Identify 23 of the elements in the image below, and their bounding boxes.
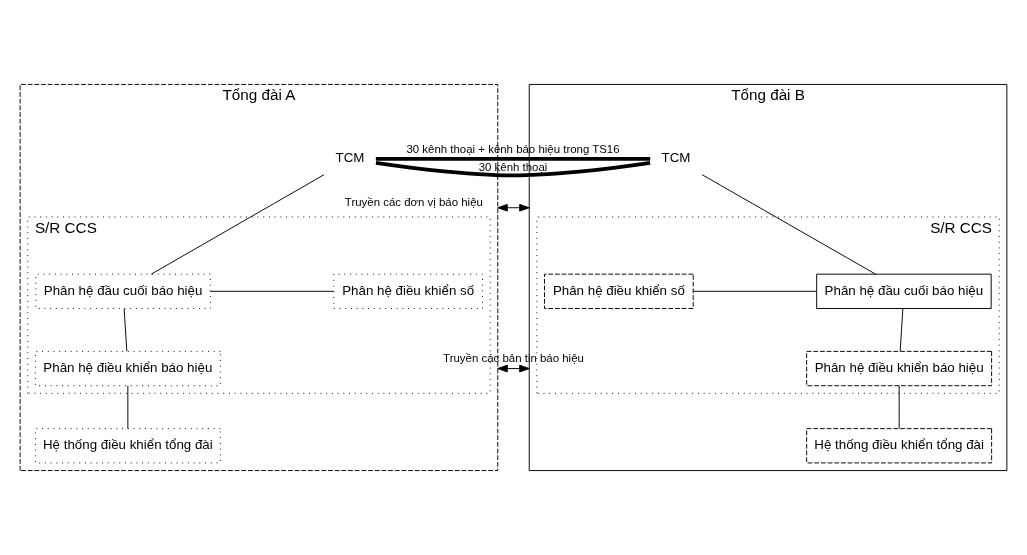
connector (123, 308, 128, 352)
connector (127, 385, 129, 429)
node-box: Phân hệ điều khiển số (333, 273, 483, 309)
connector (375, 160, 651, 178)
connector (375, 156, 651, 161)
connector (899, 308, 904, 352)
connector (701, 174, 877, 275)
arrow (497, 203, 530, 212)
connector (898, 385, 900, 429)
node-text: TCM (335, 150, 365, 166)
node-box: Phân hệ điều khiển báo hiệu (806, 350, 993, 387)
connector (150, 174, 325, 275)
node-box: Hệ thống điều khiển tổng đài (34, 428, 221, 464)
edge-label: Truyền các đơn vị báo hiệu (344, 196, 483, 209)
node-box: Phân hệ đầu cuối báo hiệu (816, 273, 992, 309)
connector (210, 290, 335, 292)
arrow (497, 364, 530, 373)
node-box: Hệ thống điều khiển tổng đài (806, 428, 993, 464)
node-box: Phân hệ điều khiển số (544, 273, 694, 309)
node-text: TCM (661, 150, 691, 166)
node-box: Phân hệ điều khiển báo hiệu (34, 350, 221, 387)
connector (692, 290, 817, 292)
node-box: Phân hệ đầu cuối báo hiệu (35, 273, 211, 309)
